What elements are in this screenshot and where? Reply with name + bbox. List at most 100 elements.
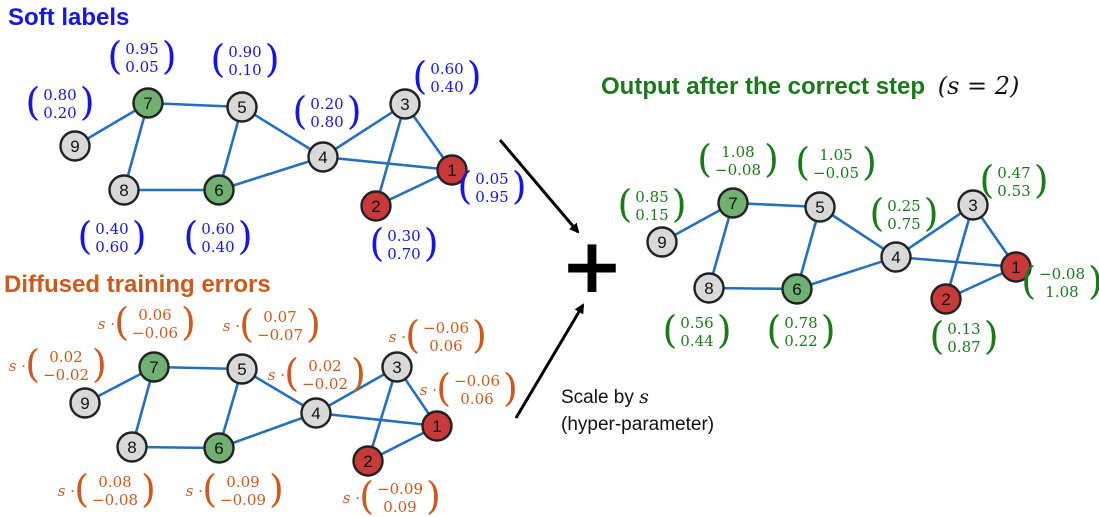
node-circle (203, 432, 235, 464)
node-3: 3 (381, 351, 413, 383)
bracket-right: ) (347, 89, 362, 133)
vector-label-9: 0.850.15() (617, 182, 686, 226)
bracket-right: ) (424, 221, 439, 265)
node-4: 4 (880, 241, 912, 273)
vector-top: −0.06 (454, 372, 500, 390)
vector-top: 0.60 (201, 220, 234, 238)
node-label: 7 (149, 358, 158, 377)
bracket-left: ( (114, 300, 129, 344)
bracket-right: ) (80, 80, 95, 124)
edge-5-4 (241, 105, 324, 159)
vector-bottom: −0.05 (813, 164, 859, 182)
bracket-right: ) (162, 34, 177, 78)
vector-bottom: −0.07 (257, 326, 303, 344)
node-9: 9 (69, 387, 101, 419)
node-label: 5 (237, 360, 246, 379)
output-title: Output after the correct step (s = 2) (601, 72, 1019, 101)
node-label: 6 (792, 280, 801, 299)
bracket-right: ) (717, 308, 732, 352)
node-label: 5 (237, 98, 246, 117)
vector-bottom: 0.05 (125, 58, 158, 76)
node-circle (930, 283, 962, 315)
node-circle (804, 191, 836, 223)
bracket-right: ) (503, 366, 518, 410)
node-circle (203, 174, 235, 206)
node-2: 2 (360, 190, 392, 222)
vector-top: −0.08 (1039, 265, 1085, 283)
node-6: 6 (203, 432, 235, 464)
node-label: 8 (127, 438, 136, 457)
bracket-right: ) (238, 214, 253, 258)
node-2: 2 (930, 283, 962, 315)
scale-prefix: s · (58, 482, 75, 500)
bracket-right: ) (306, 302, 321, 346)
arrow-from-soft (498, 139, 580, 234)
vector-bottom: −0.02 (302, 375, 348, 393)
vector-top: 0.09 (226, 473, 259, 491)
bracket-left: ( (617, 182, 632, 226)
node-9: 9 (646, 226, 678, 258)
bracket-left: ( (74, 467, 89, 511)
vector-bottom: 0.15 (635, 206, 668, 224)
node-circle (880, 241, 912, 273)
node-circle (307, 141, 339, 173)
scale-note-line1: Scale by (561, 387, 634, 408)
node-label: 6 (214, 439, 223, 458)
bracket-right: ) (141, 467, 156, 511)
vector-label-8: 0.08−0.08()s · (58, 467, 156, 511)
bracket-right: ) (862, 140, 877, 184)
node-circle (1000, 251, 1032, 283)
vector-label-3: 0.470.53() (979, 158, 1048, 202)
node-label: 8 (119, 181, 128, 200)
scale-prefix: s · (223, 317, 240, 335)
vector-bottom: 0.95 (475, 188, 508, 206)
vector-top: 0.07 (263, 308, 296, 326)
scale-note-s: s (639, 386, 649, 408)
node-1: 1 (436, 154, 468, 186)
bracket-left: ( (107, 34, 122, 78)
vector-bottom: 0.22 (784, 332, 817, 350)
vector-bottom: 0.87 (947, 338, 980, 356)
bracket-left: ( (929, 314, 944, 358)
node-circle (436, 154, 468, 186)
node-label: 9 (80, 394, 89, 413)
scale-prefix: s · (389, 328, 406, 346)
vector-label-1: 0.050.95() (457, 164, 526, 208)
vector-bottom: 0.09 (383, 498, 416, 516)
vector-top: 0.25 (887, 197, 920, 215)
node-5: 5 (226, 353, 258, 385)
bracket-left: ( (869, 191, 884, 235)
bracket-right: ) (269, 467, 284, 511)
node-9: 9 (59, 130, 91, 162)
vector-label-7: 0.950.05() (107, 34, 176, 78)
vector-label-8: 0.400.60() (77, 214, 146, 258)
vector-top: 0.85 (635, 188, 668, 206)
vector-bottom: 0.44 (680, 332, 713, 350)
node-circle (226, 353, 258, 385)
output-title-text: Output after the correct step (601, 73, 926, 100)
vector-top: 0.13 (947, 320, 980, 338)
vector-top: 0.08 (98, 473, 131, 491)
bracket-right: ) (467, 54, 482, 98)
edge-3-2 (366, 366, 399, 462)
bracket-right: ) (92, 342, 107, 386)
node-circle (226, 91, 258, 123)
node-3: 3 (389, 88, 421, 120)
vector-label-1: −0.060.06()s · (420, 366, 518, 410)
vector-label-6: 0.09−0.09()s · (186, 467, 284, 511)
vector-label-5: 0.900.10() (210, 37, 279, 81)
bracket-left: ( (662, 308, 677, 352)
bracket-right: ) (132, 214, 147, 258)
node-5: 5 (804, 191, 836, 223)
vector-label-7: 1.08−0.08() (697, 137, 779, 181)
node-3: 3 (957, 189, 989, 221)
bracket-left: ( (284, 351, 299, 395)
vector-bottom: 0.06 (429, 337, 462, 355)
node-label: 3 (392, 358, 401, 377)
edge-6-4 (218, 155, 324, 192)
vector-top: 0.02 (308, 357, 341, 375)
node-label: 2 (371, 197, 380, 216)
vector-label-9: 0.800.20() (25, 80, 94, 124)
scale-prefix: s · (9, 357, 26, 375)
vector-top: 0.90 (228, 43, 261, 61)
